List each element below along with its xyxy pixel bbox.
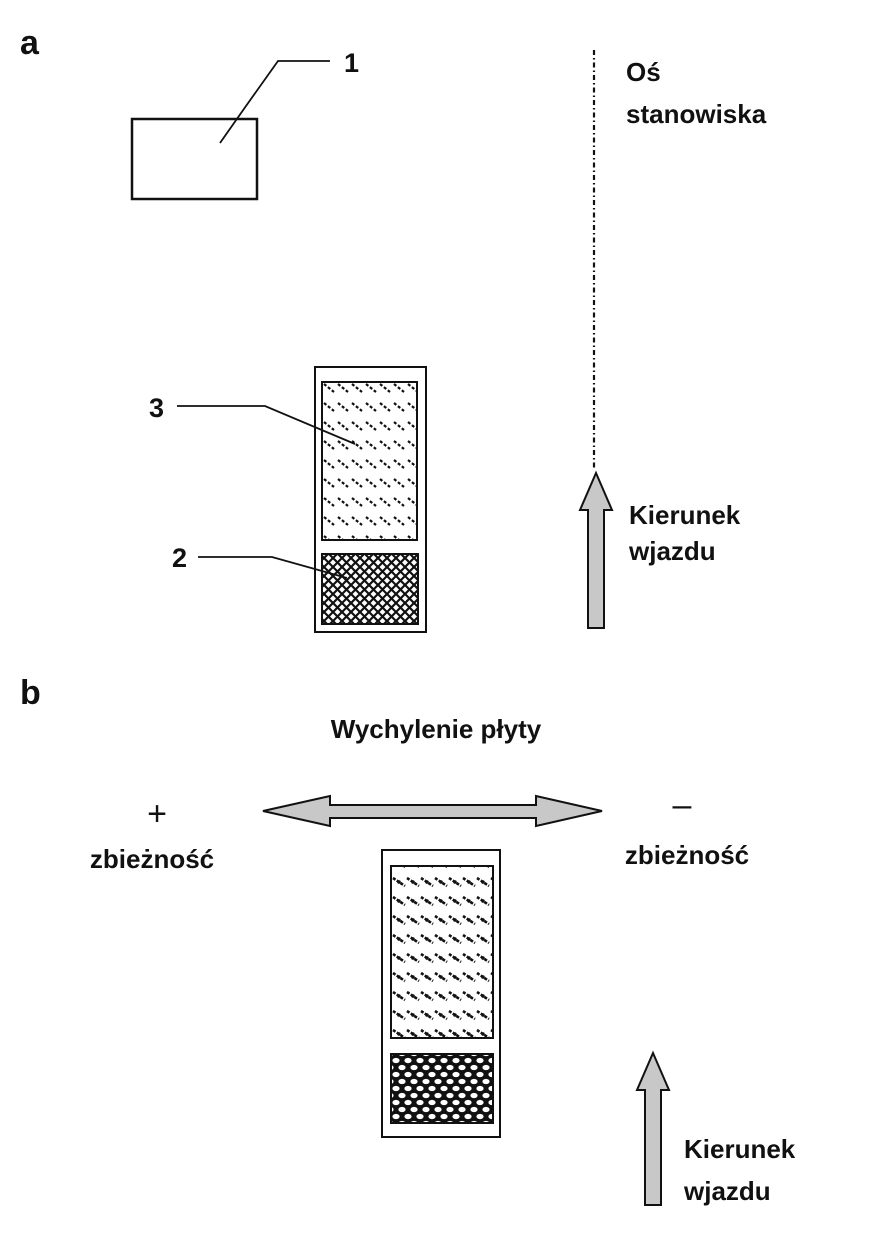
plate-deflection-double-arrow [262, 794, 603, 828]
sensor-box [130, 117, 259, 201]
callout-label-2: 2 [172, 543, 187, 573]
entry-direction-label-b-line2: wjazdu [683, 1176, 771, 1206]
entry-direction-label-a-line2: wjazdu [628, 536, 716, 566]
callout-label-3: 3 [149, 393, 164, 423]
callout-line-2 [198, 556, 348, 579]
plate-grip-section-a [321, 553, 419, 625]
positive-toe-label: zbieżność [90, 844, 214, 874]
entry-direction-label-a-line1: Kierunek [629, 500, 741, 530]
slip-plate-a [314, 366, 427, 633]
callout-label-1: 1 [344, 48, 359, 78]
panel-b-label: b [20, 674, 41, 712]
entry-direction-arrow-a [578, 470, 614, 629]
station-axis-label-line1: Oś [626, 57, 661, 87]
plate-moving-section-a [321, 381, 418, 541]
entry-direction-label-b-line1: Kierunek [684, 1134, 796, 1164]
station-axis-label-line2: stanowiska [626, 99, 767, 129]
panel-a-label: a [20, 24, 40, 62]
slip-plate-b [381, 849, 501, 1138]
positive-sign: + [147, 795, 167, 833]
negative-toe-label: zbieżność [625, 840, 749, 870]
plate-grip-section-b [390, 1053, 494, 1124]
callout-line-3 [177, 405, 356, 445]
plate-deflection-title: Wychylenie płyty [331, 714, 542, 744]
callout-line-1 [219, 60, 330, 144]
entry-direction-arrow-b [635, 1050, 671, 1206]
negative-sign: – [673, 786, 692, 824]
plate-moving-section-b [390, 865, 494, 1039]
